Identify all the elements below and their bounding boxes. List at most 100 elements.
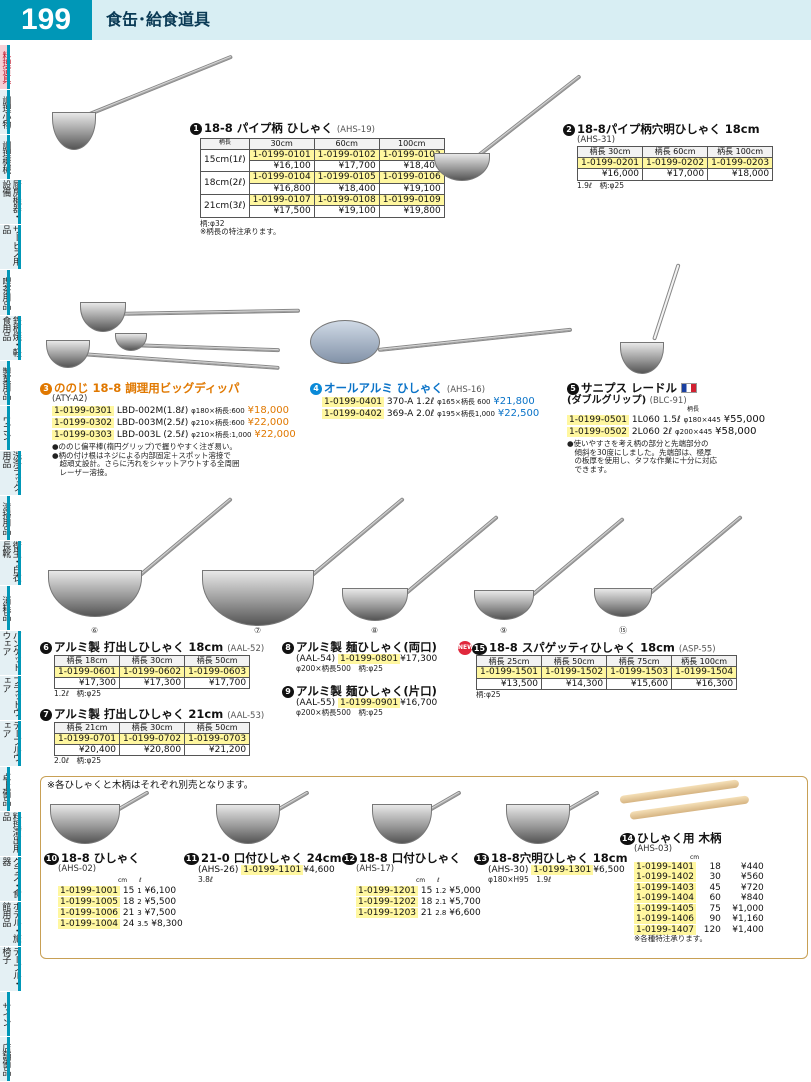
list-item: 1-0199-1004 24 3.5 ¥8,300: [58, 918, 183, 929]
ladle-2-image: [430, 74, 582, 185]
sidebar-item[interactable]: 喫茶用品: [0, 270, 11, 316]
list-item: 1-0199-1001 15 1 ¥6,100: [58, 885, 177, 896]
ladle-image: [342, 514, 528, 638]
page-header: 199 食缶･給食道具: [0, 0, 811, 40]
sidebar-item[interactable]: 清掃用品: [0, 495, 11, 542]
image-label: ⑮: [619, 626, 627, 635]
sidebar-item[interactable]: 製菓用品: [0, 360, 11, 406]
list-item: 1-0199-1407 120 ¥1,400: [634, 924, 764, 935]
sidebar-item[interactable]: サイン: [0, 991, 11, 1038]
sidebar-item[interactable]: 鉄板焼・軽食用品: [0, 315, 21, 361]
sidebar-item[interactable]: グラス・食器: [0, 856, 21, 902]
list-item: 1-0199-0302 LBD-003M(2.5ℓ) φ210×柄長:600 ¥…: [52, 416, 289, 428]
table-row: ¥16,100¥17,700¥18,400: [201, 160, 445, 173]
category-sidebar: 料理道具調理小物調理機械厨房機器・設備サービス用品喫茶用品鉄板焼・軽食用品製菓用…: [0, 45, 33, 1082]
sidebar-item[interactable]: テーブル・椅子: [0, 946, 21, 992]
item-title: アルミ製 麺ひしゃく(両口): [296, 640, 437, 654]
item-title: オールアルミ ひしゃく: [324, 381, 443, 395]
image-label: ⑧: [371, 626, 379, 635]
item-title: 18-8 スパゲッティひしゃく 18cm: [489, 640, 675, 655]
sidebar-item[interactable]: 卓上備品: [0, 766, 11, 812]
page-title: 食缶･給食道具: [106, 10, 211, 29]
item-title: ののじ 18-8 調理用ビッグディッパ: [54, 381, 240, 395]
list-item: 1-0199-1405 75 ¥1,000: [634, 903, 764, 914]
list-item: 1-0199-1202 18 2.1 ¥5,700: [356, 896, 481, 907]
new-badge: NEW: [458, 641, 474, 655]
ladle-image: [474, 516, 654, 640]
ladle-5-image: [618, 258, 698, 378]
ladle-image: [506, 790, 630, 850]
item-title: 18-8穴明ひしゃく 18cm: [491, 851, 628, 865]
sidebar-item[interactable]: バンケットウェア: [0, 631, 21, 677]
sidebar-item[interactable]: 料理演出用品: [0, 811, 21, 857]
flag-icon: [681, 383, 698, 393]
item-title: 18-8 ひしゃく: [61, 851, 140, 865]
item-title: 21-0 口付ひしゃく 24cm: [201, 851, 342, 865]
sidebar-item[interactable]: 洗浄ラック用品: [0, 450, 21, 496]
sidebar-item[interactable]: 厨房機器・設備: [0, 180, 21, 226]
sidebar-item[interactable]: 料理道具: [0, 45, 11, 91]
sidebar-item[interactable]: テーブルウェア: [0, 721, 21, 767]
sidebar-item[interactable]: 調理機械: [0, 135, 11, 181]
ladle-image: [372, 790, 492, 850]
item-title: サニプス レードル: [581, 381, 678, 395]
sidebar-item[interactable]: 消耗品: [0, 586, 11, 632]
ladle-image: [202, 496, 434, 626]
item-title: 18-8 口付ひしゃく: [359, 851, 461, 865]
list-item: 1-0199-1403 45 ¥720: [634, 882, 764, 893]
sidebar-item[interactable]: ホテル・旅館用品: [0, 901, 21, 947]
table-row: ¥17,500¥19,100¥19,800: [201, 205, 445, 218]
sidebar-item[interactable]: 店舗備品: [0, 1037, 11, 1082]
ladle-image: [50, 790, 180, 850]
ladle-4-image: [308, 300, 578, 380]
list-item: 1-0199-0502 2L060 2ℓ φ200×445 ¥58,000: [567, 425, 757, 437]
table-row: ¥16,800¥18,400¥19,100: [201, 182, 445, 196]
bottom-box: ※各ひしゃくと木柄はそれぞれ別売となります。: [40, 776, 808, 959]
item-title: 18-8 パイプ柄 ひしゃく: [204, 121, 333, 135]
image-label: ⑦: [254, 626, 262, 635]
list-item: 1-0199-1406 90 ¥1,160: [634, 914, 764, 925]
ladle-1-image: [40, 54, 234, 190]
item-number: 1: [190, 123, 202, 135]
list-item: 1-0199-0402 369-A 2.0ℓ φ195×柄長1,000 ¥22,…: [322, 407, 540, 419]
sidebar-item[interactable]: 衛生・白衣長靴: [0, 541, 21, 587]
item-title: アルミ製 麺ひしゃく(片口): [296, 684, 437, 698]
sidebar-item[interactable]: ワゴン: [0, 405, 11, 451]
sidebar-item[interactable]: フラットウェア: [0, 676, 21, 722]
list-item: 1-0199-1006 21 3 ¥7,500: [58, 907, 177, 918]
ladle-image: [216, 790, 340, 850]
list-item: 1-0199-1404 60 ¥840: [634, 893, 764, 904]
sidebar-item[interactable]: サービス用品: [0, 225, 21, 271]
list-item: 1-0199-0401 370-A 1.2ℓ φ165×柄長 600 ¥21,8…: [322, 395, 535, 407]
item-code: (AHS-19): [336, 125, 375, 135]
ladle-image: [48, 496, 262, 620]
list-item: 1-0199-1005 18 2 ¥5,500: [58, 896, 177, 907]
item-title: 18-8パイプ柄穴明ひしゃく 18cm: [577, 122, 760, 136]
list-item: 1-0199-1402 30 ¥560: [634, 872, 764, 883]
sidebar-item[interactable]: 調理小物: [0, 90, 11, 136]
item-title: アルミ製 打出しひしゃく 21cm: [54, 707, 224, 721]
image-label: ⑨: [500, 626, 508, 635]
ladle-3-image: [40, 290, 301, 370]
list-item: 1-0199-1203 21 2.8 ¥6,600: [356, 907, 481, 918]
list-item: 1-0199-0303 LBD-003L (2.5ℓ) φ210×柄長:1,00…: [52, 428, 296, 440]
